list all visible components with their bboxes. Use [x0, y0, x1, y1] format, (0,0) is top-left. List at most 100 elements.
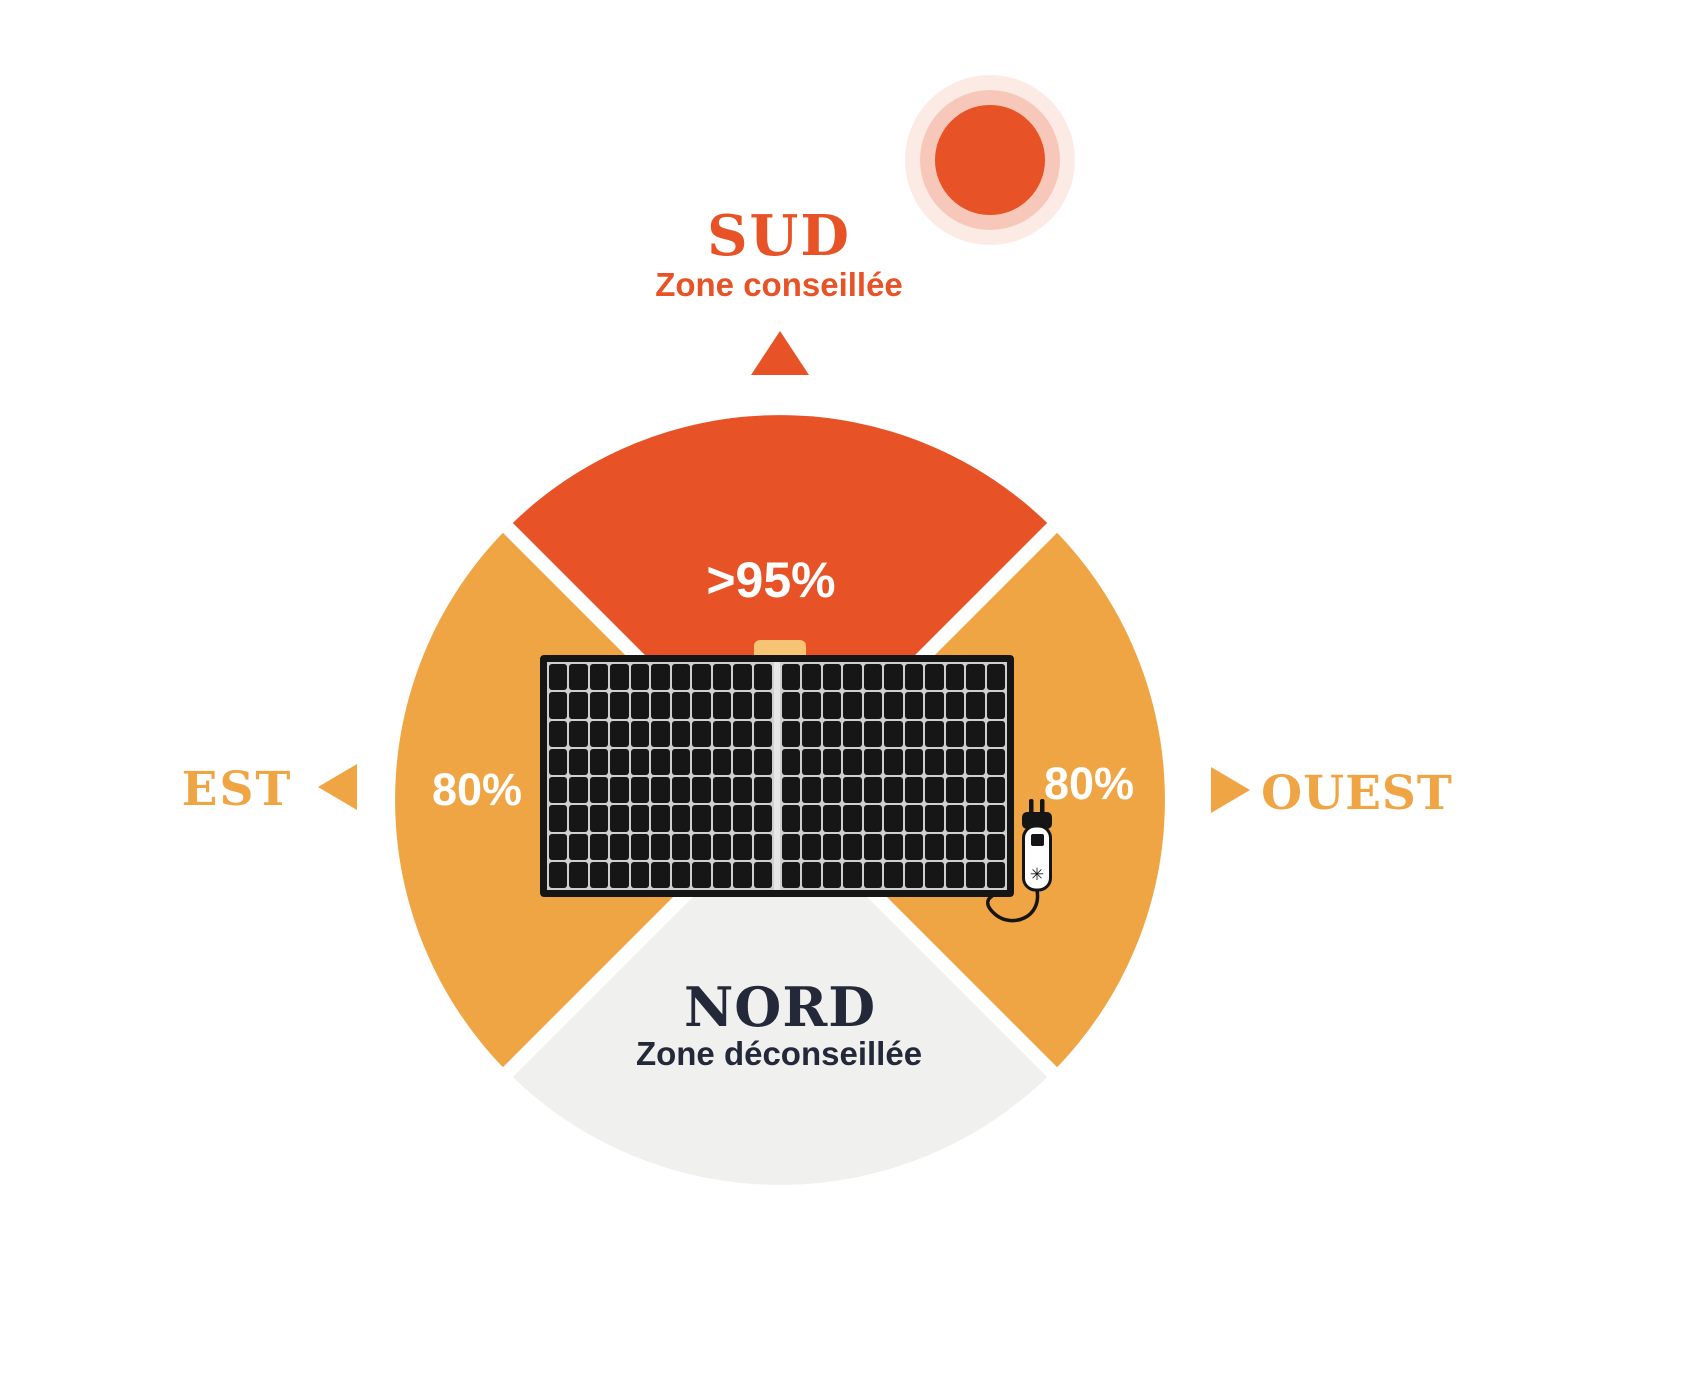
solar-cell	[569, 692, 588, 719]
solar-cell	[549, 748, 568, 775]
solar-cell	[802, 861, 821, 888]
solar-cell	[904, 720, 924, 747]
inverter-symbol-icon: ✳	[1030, 865, 1044, 884]
solar-cell	[753, 805, 772, 832]
solar-cell	[843, 720, 862, 747]
solar-cell	[589, 748, 609, 775]
solar-cell	[651, 833, 670, 860]
solar-cell	[904, 861, 924, 888]
solar-cell	[966, 805, 985, 832]
solar-cell	[884, 720, 903, 747]
solar-cell	[966, 664, 985, 691]
solar-cell	[822, 833, 842, 860]
solar-cell	[925, 692, 944, 719]
solar-cell	[733, 720, 752, 747]
solar-cell	[671, 748, 691, 775]
solar-cell	[986, 720, 1005, 747]
solar-cell	[671, 664, 691, 691]
solar-cell	[692, 861, 711, 888]
solar-cell	[863, 805, 883, 832]
solar-cell	[945, 861, 965, 888]
solar-cell	[733, 861, 752, 888]
solar-cell	[753, 748, 772, 775]
solar-cell	[753, 664, 772, 691]
solar-cell	[925, 861, 944, 888]
panel-right-half	[780, 662, 1007, 890]
solar-cell	[863, 833, 883, 860]
panel-left-half	[547, 662, 774, 890]
solar-cell	[610, 720, 629, 747]
solar-cell	[822, 748, 842, 775]
solar-cell	[802, 692, 821, 719]
solar-cell	[863, 720, 883, 747]
west-zone-value: 80%	[1043, 758, 1135, 809]
solar-cell	[651, 664, 670, 691]
solar-cell	[904, 777, 924, 804]
solar-cell	[630, 833, 650, 860]
solar-cell	[569, 777, 588, 804]
solar-cell	[884, 664, 903, 691]
solar-cell	[753, 777, 772, 804]
solar-cell	[925, 748, 944, 775]
solar-cell	[843, 861, 862, 888]
solar-cell	[549, 833, 568, 860]
solar-cell	[822, 861, 842, 888]
solar-cell	[671, 861, 691, 888]
solar-cell	[843, 777, 862, 804]
solar-cell	[630, 805, 650, 832]
inverter-body	[1022, 824, 1052, 892]
solar-cell	[671, 805, 691, 832]
solar-cell	[589, 664, 609, 691]
solar-cell	[610, 664, 629, 691]
solar-cell	[863, 664, 883, 691]
solar-cell	[782, 833, 801, 860]
solar-cell	[925, 720, 944, 747]
solar-cell	[753, 720, 772, 747]
plug-prong	[1029, 799, 1034, 814]
solar-cell	[733, 777, 752, 804]
solar-cell	[692, 833, 711, 860]
solar-cell	[782, 720, 801, 747]
solar-cell	[945, 720, 965, 747]
solar-cell	[610, 861, 629, 888]
solar-cell	[651, 692, 670, 719]
solar-cell	[733, 748, 752, 775]
solar-cell	[569, 720, 588, 747]
solar-cell	[863, 692, 883, 719]
solar-cell	[884, 833, 903, 860]
solar-cell	[712, 748, 732, 775]
solar-cell	[986, 692, 1005, 719]
solar-cell	[966, 720, 985, 747]
solar-cell	[692, 664, 711, 691]
solar-cell	[692, 805, 711, 832]
solar-cell	[782, 861, 801, 888]
solar-cell	[671, 692, 691, 719]
solar-cell	[884, 748, 903, 775]
inverter-port	[1031, 834, 1044, 846]
solar-cell	[966, 861, 985, 888]
solar-cell	[549, 664, 568, 691]
solar-cell	[782, 664, 801, 691]
solar-cell	[863, 861, 883, 888]
solar-cell	[733, 805, 752, 832]
solar-cell	[712, 692, 732, 719]
solar-cell	[692, 748, 711, 775]
solar-cell	[843, 805, 862, 832]
solar-panel	[540, 655, 1014, 897]
solar-cell	[986, 861, 1005, 888]
solar-cell	[712, 664, 732, 691]
east-zone-value: 80%	[431, 764, 523, 815]
solar-cell	[925, 833, 944, 860]
solar-cell	[925, 777, 944, 804]
solar-cell	[630, 861, 650, 888]
south-zone-value: >95%	[706, 552, 836, 608]
label-nord: NORD	[683, 975, 877, 1039]
solar-cell	[589, 861, 609, 888]
solar-cell	[630, 664, 650, 691]
solar-cell	[802, 805, 821, 832]
solar-cell	[802, 777, 821, 804]
solar-cell	[782, 805, 801, 832]
solar-cell	[712, 720, 732, 747]
solar-cell	[630, 748, 650, 775]
solar-cell	[822, 692, 842, 719]
